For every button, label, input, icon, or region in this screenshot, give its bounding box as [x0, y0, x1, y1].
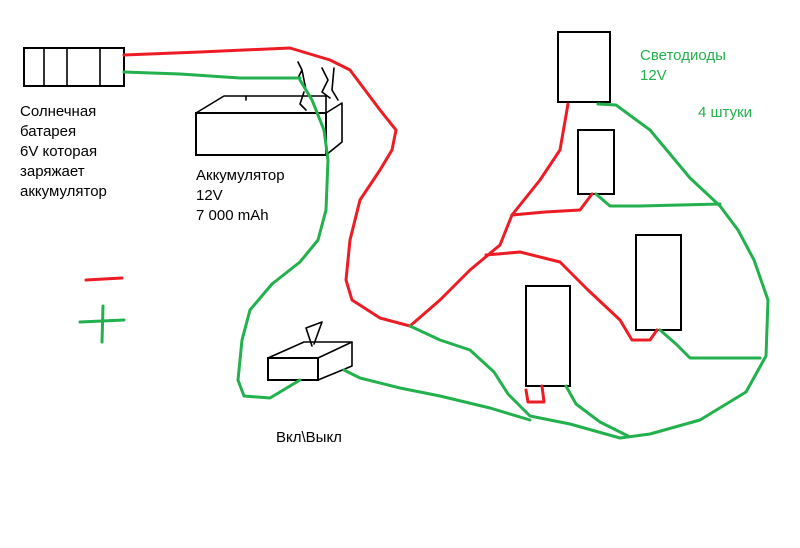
led-count-label: 4 штуки	[698, 104, 753, 121]
leds-label: Светодиоды 12V	[640, 47, 726, 84]
legend-negative-line	[84, 276, 124, 282]
solar-panel	[23, 47, 125, 87]
led-4	[525, 285, 571, 387]
battery	[195, 61, 343, 156]
negative-wires	[122, 46, 659, 404]
switch-label: Вкл\Выкл	[276, 429, 342, 446]
led-2	[577, 129, 615, 195]
led-1	[557, 31, 611, 103]
legend-positive-cross	[78, 304, 126, 344]
solar-panel-label: Солнечная батарея 6V которая заряжает ак…	[20, 103, 107, 200]
positive-wires	[122, 70, 770, 440]
led-3	[635, 234, 682, 331]
switch	[267, 321, 353, 381]
battery-label: Аккумулятор 12V 7 000 mAh	[196, 167, 285, 224]
